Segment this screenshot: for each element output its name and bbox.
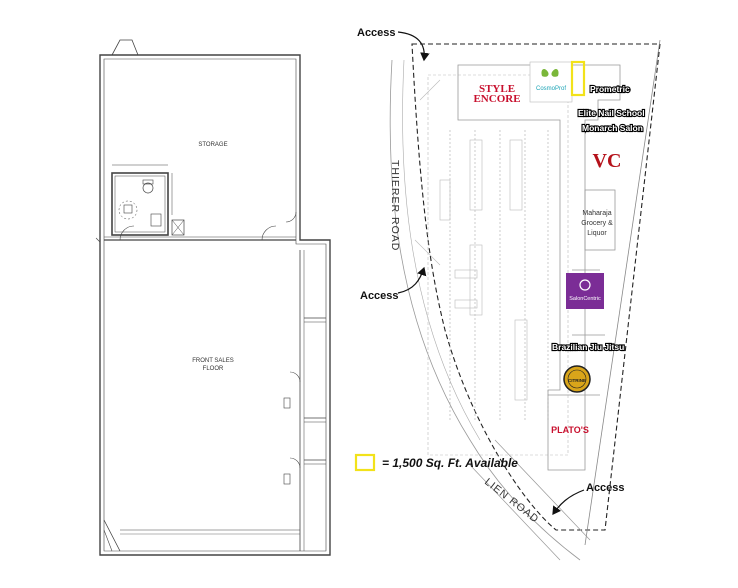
tenant-elite-nail-school: Elite Nail School — [578, 108, 645, 118]
front-sales-label-line1: FRONT SALES — [192, 358, 234, 364]
floor-plan-outer-wall — [99, 54, 331, 556]
thierer-road-edge — [389, 59, 581, 561]
property-boundary — [411, 43, 661, 531]
svg-text:SalonCentric: SalonCentric — [569, 296, 601, 302]
access-label-north: Access — [357, 27, 396, 39]
svg-text:Grocery &: Grocery & — [581, 220, 613, 227]
available-unit-highlight — [570, 60, 586, 97]
maharaja-label: Maharaja Grocery & Liquor — [581, 210, 613, 237]
storage-label: STORAGE — [198, 142, 227, 148]
svg-text:Maharaja: Maharaja — [582, 210, 611, 217]
svg-text:PLATO'S: PLATO'S — [551, 425, 589, 435]
thierer-road-label: THIERER ROAD — [389, 160, 401, 251]
access-label-south: Access — [586, 482, 625, 494]
svg-text:CITRINE: CITRINE — [568, 378, 586, 383]
access-arrow-north — [397, 31, 430, 62]
platos-logo: PLATO'S — [551, 425, 589, 435]
lien-road-label: LIEN ROAD — [482, 476, 541, 526]
tenant-brazilian-jiu-jitsu: Brazilian Jiu Jitsu — [552, 342, 624, 352]
citrine-logo: CITRINE — [563, 365, 591, 393]
building-outline — [457, 64, 621, 471]
svg-text:Liquor: Liquor — [587, 230, 607, 237]
floor-plan-inner-wall — [103, 58, 327, 552]
svg-text:CosmoProf: CosmoProf — [536, 86, 566, 92]
front-sales-label-line2: FLOOR — [203, 366, 224, 372]
salon-centric-logo: SalonCentric — [566, 273, 604, 309]
parking-lot — [414, 74, 569, 456]
access-label-west: Access — [360, 290, 399, 302]
vc-logo: VC — [593, 150, 622, 172]
style-encore-logo: STYLE ENCORE — [473, 83, 520, 105]
cosmoprof-logo: CosmoProf — [529, 61, 573, 103]
tenant-monarch-salon: Monarch Salon — [582, 123, 643, 133]
restroom — [111, 172, 169, 236]
access-arrow-south — [552, 489, 585, 515]
access-arrow-west — [397, 266, 427, 294]
svg-text:STYLE: STYLE — [479, 83, 515, 95]
legend: = 1,500 Sq. Ft. Available — [354, 453, 518, 472]
site-plan: STYLE ENCORE CosmoProf Prometric Elite N… — [354, 27, 661, 561]
legend-text: = 1,500 Sq. Ft. Available — [382, 456, 518, 470]
legend-swatch — [354, 453, 376, 472]
floor-plan — [95, 39, 331, 556]
svg-text:ENCORE: ENCORE — [473, 93, 520, 105]
svg-text:VC: VC — [593, 150, 622, 172]
tenant-prometric: Prometric — [590, 84, 630, 94]
